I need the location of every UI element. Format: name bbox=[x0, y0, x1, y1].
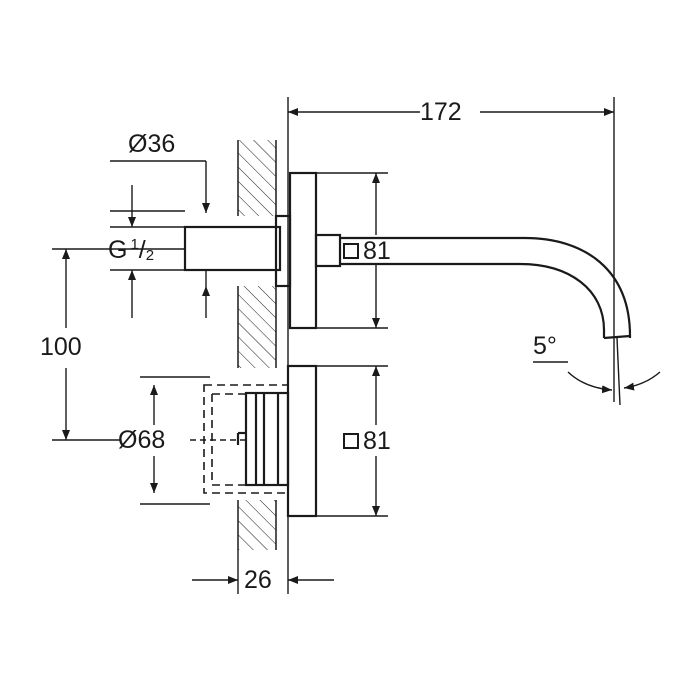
dimension-lower-square-value: 81 bbox=[363, 427, 391, 455]
component-outlines bbox=[183, 171, 632, 518]
dimension-spout-angle: 5° bbox=[533, 332, 557, 360]
upper-rosette bbox=[288, 171, 318, 330]
valve-cartridge bbox=[244, 391, 290, 487]
dimension-height: 100 bbox=[40, 333, 82, 361]
thread-separator: / bbox=[138, 236, 146, 264]
spout-bottom bbox=[340, 262, 606, 338]
square-symbol-icon bbox=[343, 243, 359, 259]
dimension-valve-diameter: Ø68 bbox=[118, 426, 166, 454]
dimension-inlet-diameter: Ø36 bbox=[128, 130, 176, 158]
lower-rosette bbox=[286, 364, 318, 518]
inlet-pipe bbox=[183, 225, 282, 272]
thread-numerator: 1 bbox=[130, 236, 139, 253]
spout-top bbox=[340, 236, 632, 338]
wall-section bbox=[237, 140, 277, 550]
square-symbol-icon bbox=[343, 433, 359, 449]
dimension-lines bbox=[62, 108, 661, 584]
thread-denominator: 2 bbox=[145, 247, 155, 264]
extension-lines bbox=[52, 97, 615, 594]
dimension-total-width: 172 bbox=[420, 98, 462, 126]
dimension-upper-square-value: 81 bbox=[363, 237, 391, 265]
spout-collar bbox=[314, 233, 342, 268]
dimension-upper-square: 81 bbox=[343, 239, 391, 264]
dimension-wall-depth: 26 bbox=[244, 566, 272, 594]
thread-prefix: G bbox=[108, 236, 128, 264]
dimension-lower-square: 81 bbox=[343, 429, 391, 454]
